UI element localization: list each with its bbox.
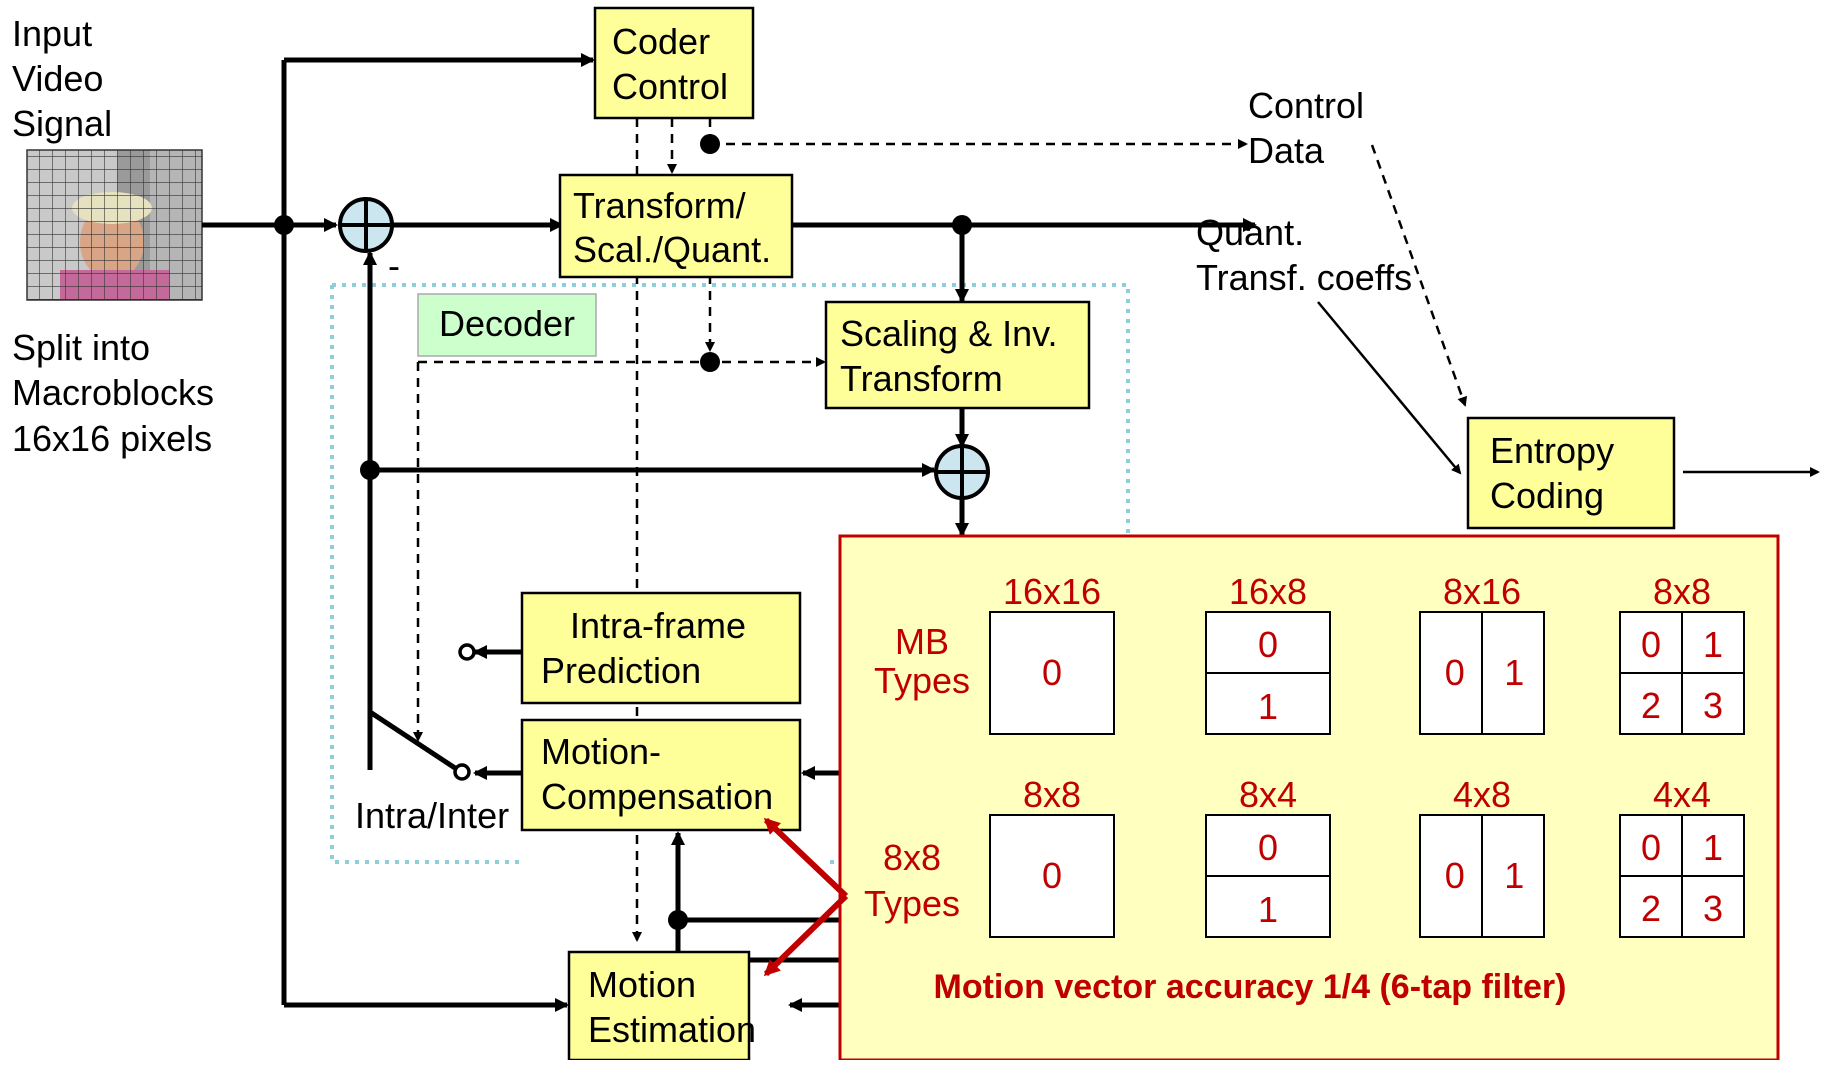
partition-title: 4x4: [1653, 774, 1711, 815]
svg-text:Signal: Signal: [12, 103, 112, 144]
video-thumbnail: [26, 149, 203, 301]
partition-index: 1: [1258, 686, 1278, 727]
partition-4x4-2: 4x4 0 1 2 3: [1619, 774, 1745, 938]
partition-title: 8x4: [1239, 774, 1297, 815]
adder-decoder: [934, 444, 990, 500]
intra-inter-label: Intra/Inter: [355, 795, 509, 836]
partition-index: 0: [1258, 827, 1278, 868]
svg-text:Data: Data: [1248, 130, 1325, 171]
control-data-label: Control Data: [1248, 85, 1364, 171]
intra-prediction-block: Intra-frame Prediction: [520, 591, 802, 705]
mb-types-label-2: Types: [874, 660, 970, 701]
partition-index: 0: [1445, 855, 1465, 896]
motion-compensation-block: Motion- Compensation: [520, 718, 802, 832]
macroblock-label: Split into Macroblocks 16x16 pixels: [12, 327, 214, 459]
partition-index: 1: [1703, 624, 1723, 665]
adder-top: [338, 197, 394, 253]
partition-index: 0: [1445, 652, 1465, 693]
junction-dots: [274, 134, 972, 930]
partition-index: 1: [1504, 855, 1524, 896]
partition-title: 8x16: [1443, 571, 1521, 612]
partition-index: 1: [1504, 652, 1524, 693]
partition-index: 1: [1258, 889, 1278, 930]
partition-8x8-2: 8x8 0: [989, 774, 1115, 938]
partition-index: 2: [1641, 685, 1661, 726]
svg-text:Macroblocks: Macroblocks: [12, 372, 214, 413]
partition-title: 16x8: [1229, 571, 1307, 612]
partition-8x4-2: 8x4 0 1: [1205, 774, 1331, 938]
svg-text:Entropy: Entropy: [1490, 430, 1614, 471]
svg-text:Decoder: Decoder: [439, 303, 575, 344]
decoder-label: Decoder: [417, 293, 597, 357]
scaling-inverse-block: Scaling & Inv. Transform: [824, 300, 1091, 410]
sub-types-label-2: Types: [864, 883, 960, 924]
minus-sign: -: [388, 245, 400, 286]
partition-square: [989, 611, 1115, 735]
partition-index: 0: [1258, 624, 1278, 665]
partition-title: 16x16: [1003, 571, 1101, 612]
svg-text:Video: Video: [12, 58, 103, 99]
partition-index: 0: [1641, 624, 1661, 665]
svg-text:16x16 pixels: 16x16 pixels: [12, 418, 212, 459]
quant-coeffs-label: Quant. Transf. coeffs: [1196, 212, 1412, 298]
transform-block: Transform/ Scal./Quant.: [558, 173, 794, 279]
svg-text:Control: Control: [1248, 85, 1364, 126]
svg-text:Coder: Coder: [612, 21, 710, 62]
mb-types-label: MB: [895, 621, 949, 662]
svg-text:Control: Control: [612, 66, 728, 107]
svg-text:Transform: Transform: [840, 358, 1003, 399]
partition-index: 2: [1641, 888, 1661, 929]
svg-text:Motion-: Motion-: [541, 731, 661, 772]
svg-text:Quant.: Quant.: [1196, 212, 1304, 253]
partition-index: 0: [1641, 827, 1661, 868]
partition-title: 4x8: [1453, 774, 1511, 815]
red-arrows: [763, 817, 849, 977]
inter-switch-contact: [453, 763, 471, 781]
svg-text:Transform/: Transform/: [573, 185, 746, 226]
partition-index: 3: [1703, 685, 1723, 726]
partition-index: 0: [1042, 855, 1062, 896]
partition-16x16-1: 16x16 0: [989, 571, 1115, 735]
svg-text:Motion: Motion: [588, 964, 696, 1005]
svg-text:Transf. coeffs: Transf. coeffs: [1196, 257, 1412, 298]
svg-text:Split into: Split into: [12, 327, 150, 368]
partition-8x8-1: 8x8 0 1 2 3: [1619, 571, 1745, 735]
svg-text:Scal./Quant.: Scal./Quant.: [573, 229, 771, 270]
partition-index: 0: [1042, 652, 1062, 693]
svg-text:Scaling & Inv.: Scaling & Inv.: [840, 313, 1057, 354]
partition-16x8-1: 16x8 0 1: [1205, 571, 1331, 735]
partition-title: 8x8: [1023, 774, 1081, 815]
accuracy-caption: Motion vector accuracy 1/4 (6-tap filter…: [934, 968, 1567, 1006]
partition-index: 1: [1703, 827, 1723, 868]
partition-title: 8x8: [1653, 571, 1711, 612]
coder-control-block: Coder Control: [593, 6, 755, 120]
svg-text:Compensation: Compensation: [541, 776, 773, 817]
intra-switch-contact: [458, 643, 476, 661]
sub-types-label: 8x8: [883, 837, 941, 878]
svg-text:Coding: Coding: [1490, 475, 1604, 516]
motion-estimation-block: Motion Estimation: [567, 950, 756, 1062]
svg-text:Prediction: Prediction: [541, 650, 701, 691]
input-video-label: Input Video Signal: [12, 13, 112, 144]
svg-text:Input: Input: [12, 13, 92, 54]
entropy-coding-block: Entropy Coding: [1466, 416, 1676, 530]
svg-text:Intra-frame: Intra-frame: [570, 605, 746, 646]
partition-square: [989, 814, 1115, 938]
svg-text:Estimation: Estimation: [588, 1009, 756, 1050]
partition-index: 3: [1703, 888, 1723, 929]
